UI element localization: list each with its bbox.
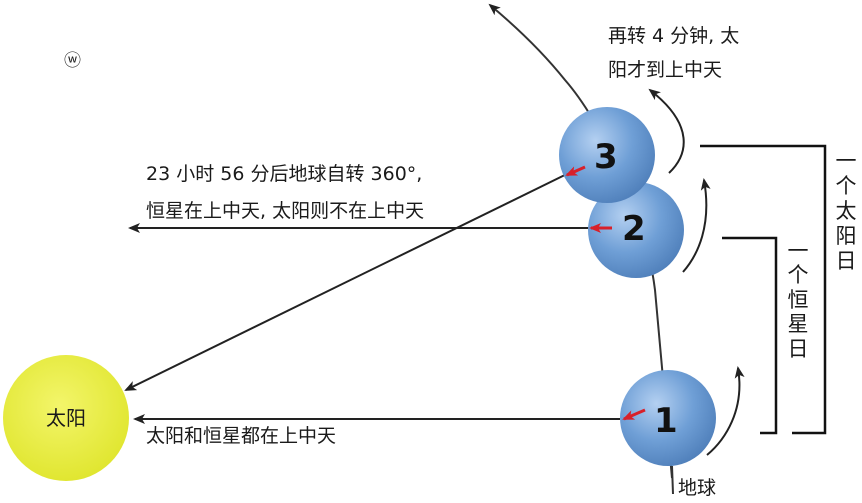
caption-position-2-line2: 恒星在上中天, 太阳则不在上中天	[146, 200, 424, 222]
caption-position-2-line1: 23 小时 56 分后地球自转 360°,	[146, 163, 422, 185]
solar-day-label: 一 个 太 阳 日	[836, 149, 857, 273]
sidereal-day-bracket	[722, 236, 778, 435]
position-1-number: 1	[654, 401, 678, 441]
svg-text:日: 日	[836, 249, 857, 273]
position-3-number: 3	[594, 137, 618, 177]
orbit-tail	[671, 465, 674, 495]
earth-position-2	[588, 182, 684, 278]
sidereal-day-label: 一 个 恒 星 日	[788, 239, 809, 361]
sun-label: 太阳	[46, 406, 86, 430]
earth-position-1	[620, 370, 716, 466]
caption-position-3-line2: 阳才到上中天	[608, 59, 722, 81]
pos3-direction-line	[124, 169, 576, 391]
earth-label: 地球	[678, 477, 716, 499]
svg-text:日: 日	[788, 337, 809, 361]
svg-text:一: 一	[836, 149, 857, 173]
svg-text:星: 星	[788, 312, 809, 336]
sun-circle	[3, 355, 129, 481]
svg-text:个: 个	[836, 174, 857, 198]
svg-text:个: 个	[788, 263, 809, 287]
svg-text:太: 太	[836, 199, 857, 223]
svg-text:一: 一	[788, 239, 809, 263]
rotation-arrow-3	[648, 88, 685, 174]
earth-position-3	[559, 107, 655, 203]
solar-day-bracket	[700, 144, 827, 435]
position-2-number: 2	[622, 209, 646, 249]
rotation-arrow-2	[682, 178, 711, 273]
rotation-arrow-1	[706, 366, 745, 456]
pos3-marker	[565, 165, 586, 177]
pos1-marker	[622, 408, 646, 421]
logo-mark: ⓦ	[64, 51, 81, 71]
svg-text:阳: 阳	[836, 224, 857, 248]
caption-position-3-line1: 再转 4 分钟, 太	[608, 25, 739, 47]
caption-position-1: 太阳和恒星都在上中天	[146, 425, 336, 447]
svg-text:恒: 恒	[788, 288, 809, 312]
